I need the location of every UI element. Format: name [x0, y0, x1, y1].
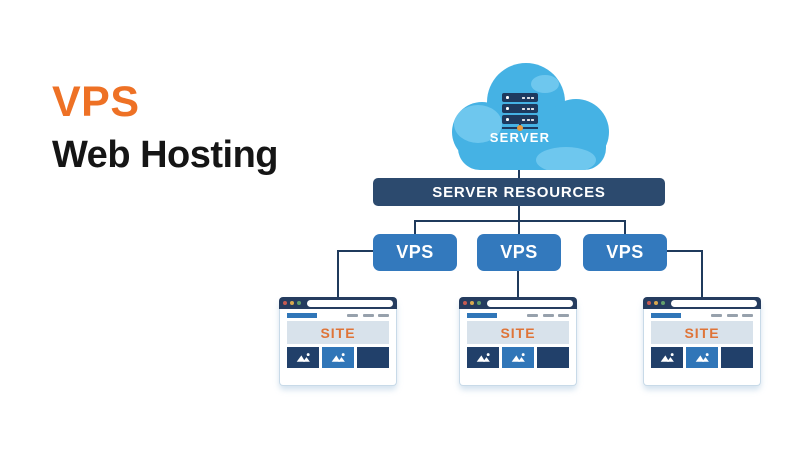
site-navbar: [467, 312, 569, 318]
site-window-3: SITE: [643, 297, 761, 386]
address-bar: [671, 299, 757, 307]
vps-node-2: VPS: [477, 234, 561, 271]
image-thumbnail-icon: [686, 347, 718, 368]
line-right-site-horizontal: [665, 250, 703, 252]
site-label: SITE: [684, 324, 720, 341]
line-left-site-vertical: [337, 250, 339, 297]
site-nav-links: [347, 313, 389, 317]
plain-thumbnail: [537, 347, 569, 368]
address-bar: [487, 299, 573, 307]
window-dot-yellow-icon: [469, 300, 475, 306]
site-page: SITE: [459, 309, 577, 386]
site-thumbnails: [651, 347, 753, 368]
window-dot-yellow-icon: [289, 300, 295, 306]
site-banner: SITE: [651, 321, 753, 344]
site-banner: SITE: [467, 321, 569, 344]
site-banner: SITE: [287, 321, 389, 344]
server-stand-dot: [517, 125, 523, 131]
window-dot-red-icon: [647, 300, 652, 306]
site-page: SITE: [643, 309, 761, 386]
browser-titlebar: [279, 297, 397, 309]
site-logo: [287, 312, 317, 318]
site-label: SITE: [320, 324, 356, 341]
title-main-line: Web Hosting: [52, 134, 279, 177]
site-thumbnails: [467, 347, 569, 368]
server-unit: [502, 115, 538, 124]
plain-thumbnail: [357, 347, 389, 368]
window-dot-green-icon: [660, 300, 665, 306]
image-thumbnail-icon: [502, 347, 534, 368]
window-dot-yellow-icon: [653, 300, 659, 306]
server-led-icon: [506, 96, 509, 99]
title-accent-line: VPS: [52, 78, 140, 126]
line-vps-horizontal: [414, 220, 626, 222]
server-led-icon: [506, 107, 509, 110]
site-logo: [651, 312, 681, 318]
server-led-icon: [506, 118, 509, 121]
server-unit: [502, 93, 538, 102]
server-label: SERVER: [489, 130, 551, 145]
line-left-site-horizontal: [337, 250, 375, 252]
window-dot-green-icon: [476, 300, 481, 306]
window-dot-red-icon: [463, 300, 468, 306]
site-navbar: [287, 312, 389, 318]
vps-node-3: VPS: [583, 234, 667, 271]
page-title: VPS Web Hosting: [52, 78, 279, 179]
server-vent-icon: [522, 107, 534, 110]
browser-titlebar: [643, 297, 761, 309]
server-resources-node: SERVER RESOURCES: [373, 178, 665, 206]
site-navbar: [651, 312, 753, 318]
vps-node-1: VPS: [373, 234, 457, 271]
line-right-site-vertical: [701, 250, 703, 297]
site-window-1: SITE: [279, 297, 397, 386]
site-nav-links: [711, 313, 753, 317]
site-page: SITE: [279, 309, 397, 386]
server-vent-icon: [522, 118, 534, 121]
site-nav-links: [527, 313, 569, 317]
server-rack-icon: [502, 93, 538, 126]
browser-titlebar: [459, 297, 577, 309]
cloud-icon: [452, 63, 609, 170]
plain-thumbnail: [721, 347, 753, 368]
image-thumbnail-icon: [322, 347, 354, 368]
site-logo: [467, 312, 497, 318]
address-bar: [307, 299, 393, 307]
site-window-2: SITE: [459, 297, 577, 386]
server-vent-icon: [522, 96, 534, 99]
line-vps-right-stub: [624, 220, 626, 235]
line-vps-left-stub: [414, 220, 416, 235]
site-label: SITE: [500, 324, 536, 341]
image-thumbnail-icon: [467, 347, 499, 368]
server-unit: [502, 104, 538, 113]
site-thumbnails: [287, 347, 389, 368]
line-mid-site-vertical: [517, 271, 519, 297]
window-dot-red-icon: [283, 300, 288, 306]
window-dot-green-icon: [296, 300, 301, 306]
image-thumbnail-icon: [287, 347, 319, 368]
image-thumbnail-icon: [651, 347, 683, 368]
